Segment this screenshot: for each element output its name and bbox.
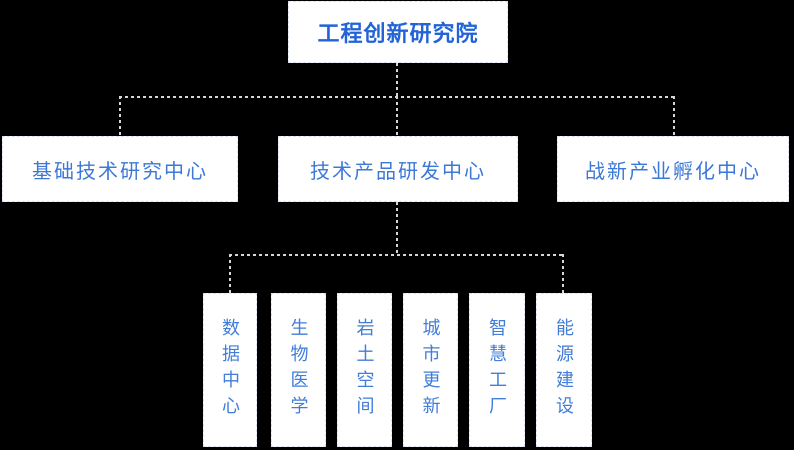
node-basic-technology-research-center: 基础技术研究中心 [2,136,238,202]
node-label: 岩土空间 [354,318,375,422]
node-label: 基础技术研究中心 [32,160,208,183]
node-label: 智慧工厂 [487,318,507,422]
node-data-center: 数据中心 [203,293,257,447]
node-label: 工程创新研究院 [317,21,479,46]
node-label: 数据中心 [220,318,240,422]
connector-middle-stem [396,202,398,255]
node-label: 技术产品研发中心 [310,160,486,183]
connector-level2-drop-right [673,96,675,136]
connector-level3-drop-left [229,254,231,293]
connector-root-stem [396,63,398,97]
connector-level2-drop-left [119,96,121,136]
node-tech-product-rd-center: 技术产品研发中心 [278,136,518,202]
node-label: 能源建设 [554,318,574,422]
node-smart-factory: 智慧工厂 [469,293,525,447]
node-label: 城市更新 [420,318,441,422]
connector-level2-drop-middle [396,96,398,136]
node-engineering-innovation-institute: 工程创新研究院 [288,1,508,63]
node-geotechnical-space: 岩土空间 [337,293,392,447]
connector-level3-rail [229,254,564,256]
node-biomedicine: 生物医学 [271,293,326,447]
connector-level3-drop-right [562,254,564,293]
node-strategic-new-industry-incubation-center: 战新产业孵化中心 [557,136,789,202]
node-energy-construction: 能源建设 [536,293,592,447]
node-label: 战新产业孵化中心 [585,160,761,183]
node-label: 生物医学 [288,318,309,422]
node-urban-renewal: 城市更新 [403,293,458,447]
